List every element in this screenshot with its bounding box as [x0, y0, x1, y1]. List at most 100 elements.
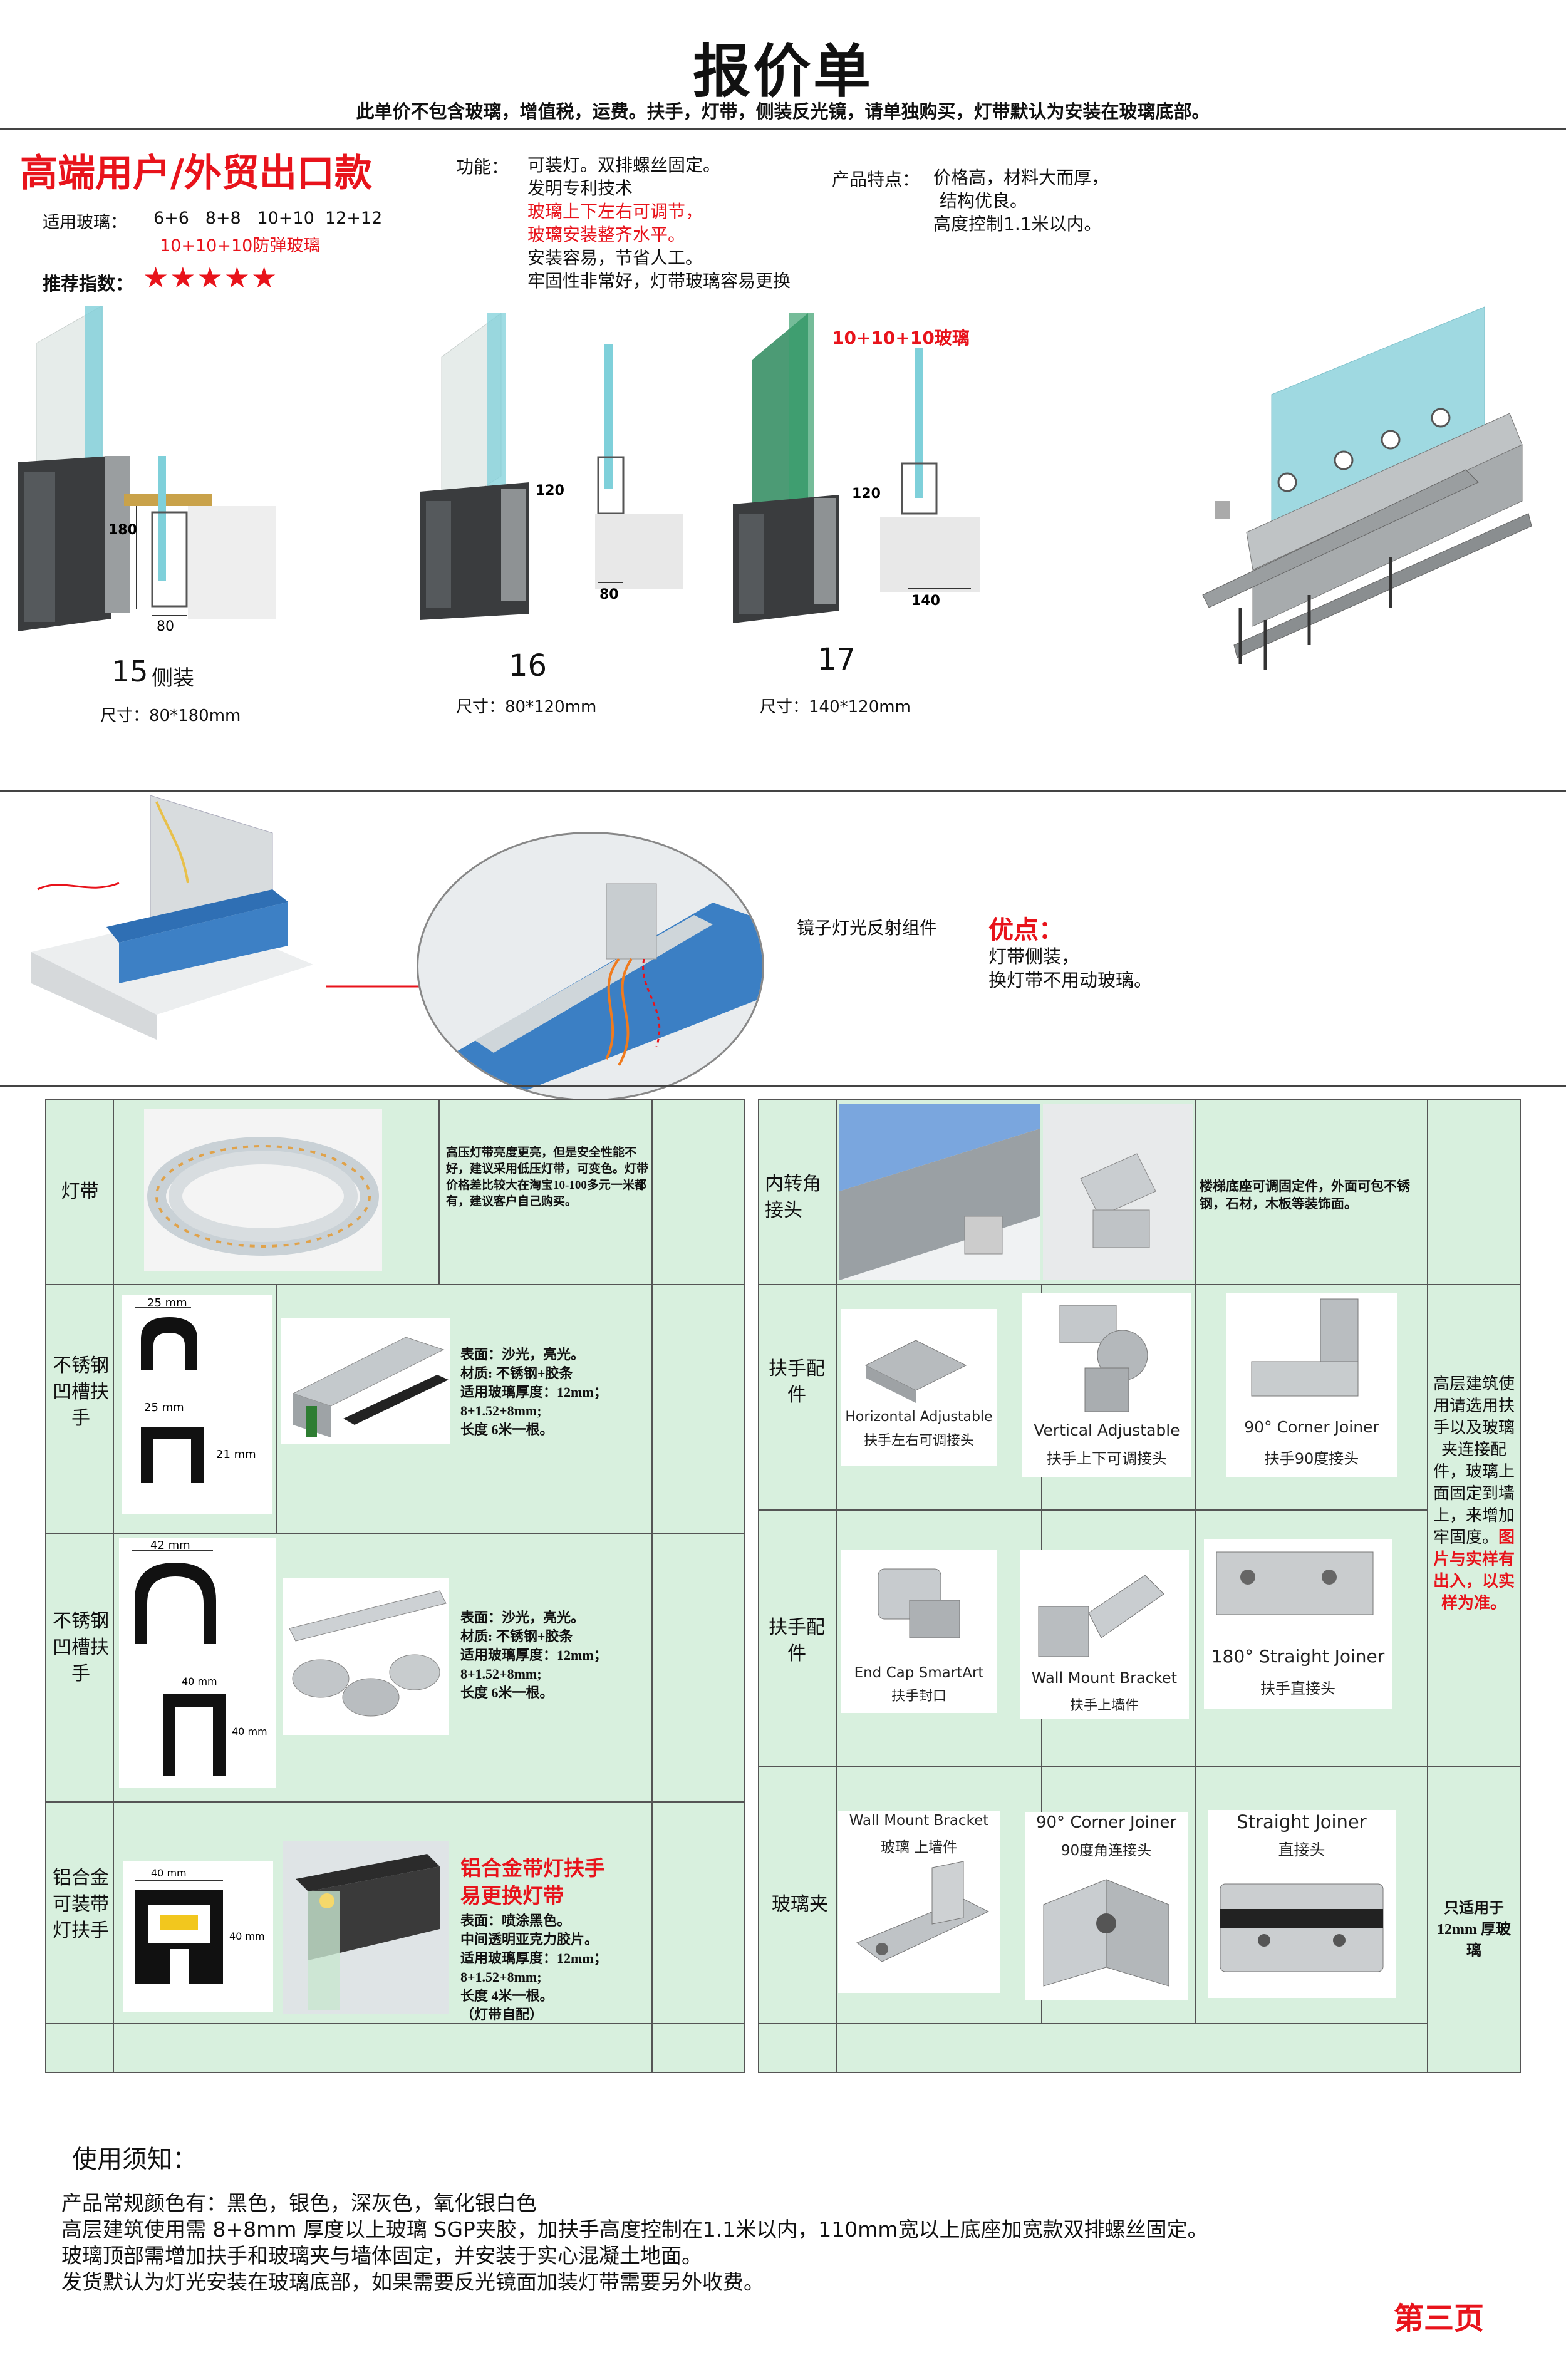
- product-15-size: 尺寸：80*180mm: [100, 706, 241, 725]
- features-label: 产品特点：: [832, 169, 920, 190]
- row-divider: [758, 1766, 1521, 1767]
- function-list: 可装灯。双排螺丝固定。 发明专利技术 玻璃上下左右可调节， 玻璃安装整齐水平。 …: [527, 153, 791, 292]
- svg-text:40 mm: 40 mm: [151, 1867, 187, 1879]
- row-divider: [45, 1284, 745, 1285]
- function-line: 玻璃安装整齐水平。: [527, 224, 686, 245]
- straight-joiner-180-fitting: 180° Straight Joiner 扶手直接头: [1204, 1539, 1392, 1709]
- feature-line: 结构优良。: [940, 190, 1028, 211]
- row-divider: [758, 2023, 1427, 2024]
- fitting-en: 90° Corner Joiner: [1244, 1418, 1379, 1436]
- row-label-handrail-fittings-2: 扶手配件: [769, 1617, 825, 1664]
- desc-line: 8+1.52+8mm;: [460, 1403, 542, 1419]
- function-line: 牢固性非常好，灯带玻璃容易更换: [527, 271, 791, 291]
- function-line: 可装灯。双排螺丝固定。: [527, 155, 721, 175]
- led-strip-image: [144, 1109, 382, 1271]
- product-15-number: 15: [111, 654, 148, 688]
- dim-width: 80: [599, 587, 619, 603]
- svg-text:40 mm: 40 mm: [182, 1675, 217, 1687]
- desc-line: 8+1.52+8mm;: [460, 1969, 542, 1985]
- fitting-en: End Cap SmartArt: [854, 1665, 984, 1681]
- svg-text:42 mm: 42 mm: [150, 1539, 190, 1552]
- assembly-exploded-image: [1190, 294, 1541, 689]
- wall-mount-bracket-fitting: Wall Mount Bracket 扶手上墙件: [1020, 1550, 1189, 1719]
- side-note-black: 高层建筑使用请选用扶手以及玻璃夹连接配件，玻璃上面固定到墙上，来增加牢固度。: [1433, 1375, 1515, 1546]
- glass-clamp-note: 只适用于12mm 厚玻璃: [1437, 1900, 1511, 1959]
- dim-width: 80: [157, 619, 174, 631]
- features-list: 价格高，材料大而厚， 结构优良。 高度控制1.1米以内。: [933, 166, 1109, 235]
- svg-text:40 mm: 40 mm: [232, 1725, 267, 1737]
- row-divider: [758, 1284, 1521, 1285]
- note-line: 玻璃顶部需增加扶手和玻璃夹与墙体固定，并安装于实心混凝土地面。: [61, 2243, 702, 2268]
- advantage-line: 换灯带不用动玻璃。: [988, 970, 1153, 991]
- function-line: 发明专利技术: [527, 178, 633, 199]
- side-note: 高层建筑使用请选用扶手以及玻璃夹连接配件，玻璃上面固定到墙上，来增加牢固度。图片…: [1432, 1373, 1516, 1614]
- product-17-size: 尺寸：140*120mm: [760, 698, 911, 717]
- desc-line: 表面：沙光，亮光。: [460, 1610, 585, 1625]
- led-handrail-desc: 表面：喷涂黑色。 中间透明亚克力胶片。 适用玻璃厚度：12mm； 8+1.52+…: [460, 1912, 655, 2024]
- desc-line: 长度 6米一根。: [460, 1422, 554, 1437]
- inner-corner-desc: 楼梯底座可调固定件，外面可包不锈钢，石材，木板等装饰面。: [1200, 1179, 1410, 1211]
- product-16-number: 16: [509, 648, 547, 683]
- col-divider: [651, 1099, 653, 2073]
- desc-line: 表面：沙光，亮光。: [460, 1347, 585, 1362]
- advantage-line: 灯带侧装，: [988, 946, 1080, 967]
- col-divider: [1427, 1099, 1428, 2073]
- desc-line: 适用玻璃厚度：12mm；: [460, 1950, 608, 1966]
- notes-title: 使用须知：: [72, 2145, 197, 2174]
- page-subtitle: 此单价不包含玻璃，增值税，运费。扶手，灯带，侧装反光镜，请单独购买，灯带默认为安…: [356, 101, 1210, 122]
- ss-handrail-25-photo: [281, 1318, 450, 1444]
- fitting-en: Horizontal Adjustable: [845, 1409, 993, 1425]
- desc-line: 适用玻璃厚度：12mm；: [460, 1647, 608, 1663]
- function-line: 玻璃上下左右可调节，: [527, 201, 703, 222]
- row-label-led-strip: 灯带: [61, 1181, 99, 1202]
- function-line: 安装容易，节省人工。: [527, 247, 703, 268]
- svg-text:40 mm: 40 mm: [229, 1930, 265, 1942]
- divider: [0, 790, 1566, 792]
- divider: [0, 1085, 1566, 1087]
- fitting-zh: 扶手直接头: [1260, 1680, 1335, 1697]
- ss-handrail-42-photo: [283, 1578, 449, 1735]
- clamp-zh: 玻璃 上墙件: [880, 1839, 958, 1856]
- product-15-name: 侧装: [152, 666, 194, 691]
- glass-bulletproof: 10+10+10防弹玻璃: [160, 236, 321, 256]
- dim-height: 120: [536, 483, 564, 499]
- row-divider: [45, 1801, 745, 1803]
- category-heading: 高端用户/外贸出口款: [20, 152, 372, 195]
- desc-line: 铝合金带灯扶手: [460, 1858, 605, 1880]
- row-divider: [45, 1533, 745, 1534]
- col-divider: [276, 1284, 277, 1533]
- fitting-zh: 扶手上下可调接头: [1047, 1450, 1167, 1467]
- glass-clamp-straight: Straight Joiner 直接头: [1208, 1810, 1396, 1998]
- fitting-zh: 扶手封口: [891, 1689, 946, 1704]
- desc-line: 8+1.52+8mm;: [460, 1666, 542, 1682]
- clamp-zh: 直接头: [1278, 1841, 1325, 1859]
- clamp-en: Straight Joiner: [1237, 1811, 1367, 1833]
- fitting-zh: 扶手左右可调接头: [863, 1433, 974, 1449]
- note-line: 发货默认为灯光安装在玻璃底部，如果需要反光镜面加装灯带需要另外收费。: [61, 2270, 764, 2294]
- dim-height: 180: [108, 522, 137, 538]
- desc-line: 中间透明亚克力胶片。: [460, 1932, 599, 1947]
- row-label-glass-clamp: 玻璃夹: [772, 1894, 828, 1915]
- led-handrail-photo: [283, 1841, 449, 2014]
- row-divider: [45, 2023, 745, 2024]
- corner-joiner-90-fitting: 90° Corner Joiner 扶手90度接头: [1226, 1293, 1397, 1477]
- row-label-led-aluminum-handrail: 铝合金可装带灯扶手: [53, 1868, 109, 1941]
- ss-handrail-25-profile: 25 mm 25 mm 21 mm: [122, 1295, 272, 1514]
- svg-text:21 mm: 21 mm: [216, 1448, 256, 1461]
- desc-line: 易更换灯带: [460, 1885, 564, 1908]
- fitting-en: 180° Straight Joiner: [1211, 1646, 1385, 1667]
- feature-line: 高度控制1.1米以内。: [933, 214, 1102, 234]
- glass-clamp-90-corner: 90° Corner Joiner 90度角连接头: [1025, 1812, 1188, 2000]
- fitting-en: Vertical Adjustable: [1034, 1421, 1180, 1439]
- clamp-en: Wall Mount Bracket: [849, 1813, 989, 1829]
- product-17-image: 120 140: [720, 310, 983, 629]
- clamp-zh: 90度角连接头: [1060, 1843, 1152, 1859]
- fitting-zh: 扶手90度接头: [1264, 1450, 1359, 1467]
- mirror-detail-image: [417, 832, 764, 1101]
- svg-text:25 mm: 25 mm: [144, 1401, 184, 1414]
- desc-line: 长度 6米一根。: [460, 1685, 554, 1700]
- col-divider: [113, 1099, 114, 2073]
- row-divider: [758, 1509, 1427, 1511]
- notes-lines: 产品常规颜色有：黑色，银色，深灰色，氧化银白色 高层建筑使用需 8+8mm 厚度…: [61, 2190, 1208, 2295]
- page-title: 报价单: [692, 38, 873, 105]
